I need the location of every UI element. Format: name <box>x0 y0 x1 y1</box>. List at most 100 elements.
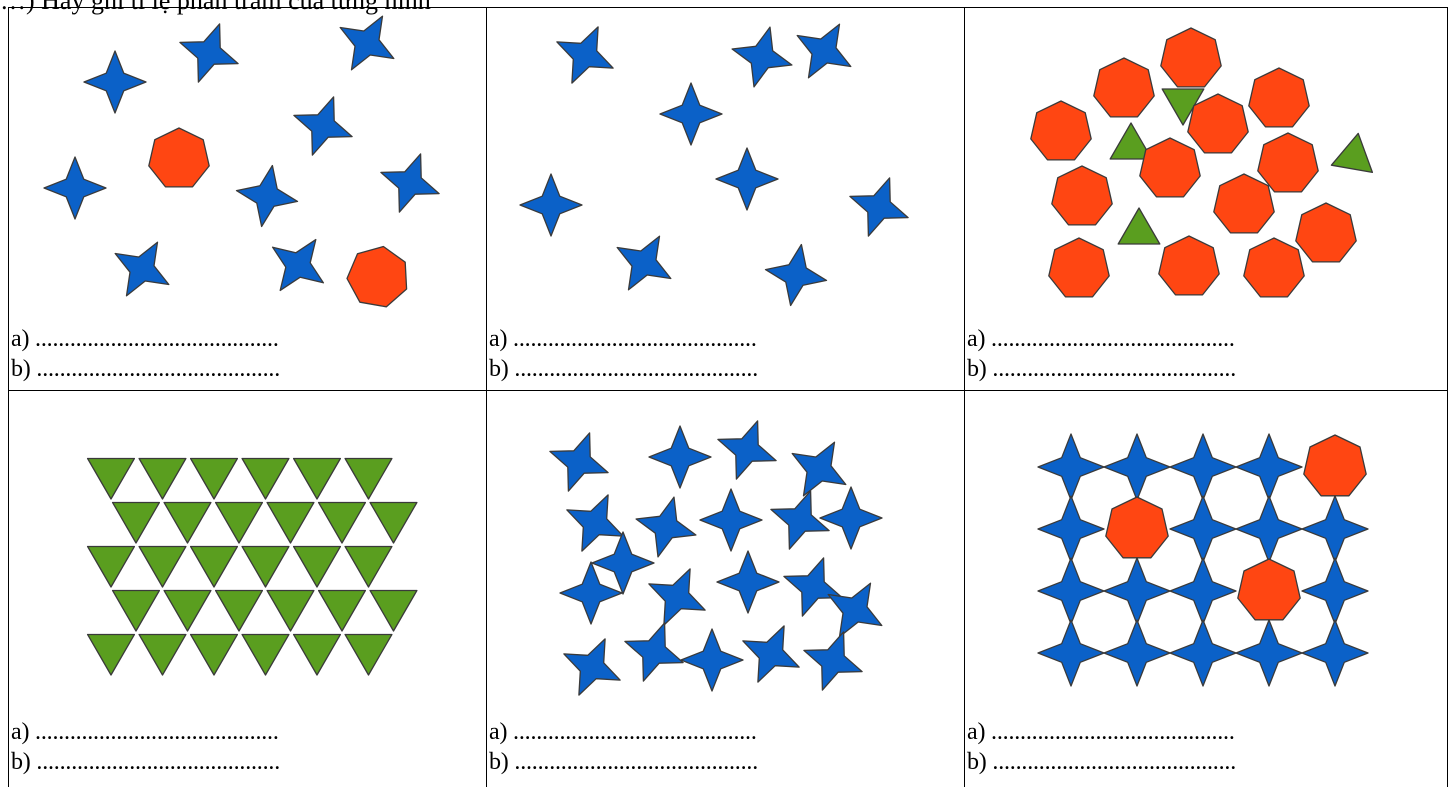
star-shape <box>1103 557 1171 625</box>
triangle-shape <box>86 545 136 588</box>
triangle-shape <box>1117 207 1161 245</box>
star-shape <box>648 568 706 626</box>
answer-line-b[interactable]: b) .....................................… <box>489 749 758 775</box>
star-shape <box>549 432 609 492</box>
star-shape <box>1235 433 1303 501</box>
triangle-shape <box>241 457 290 500</box>
triangle-shape <box>369 501 418 544</box>
heptagon-shape <box>1160 27 1222 88</box>
star-shape <box>1169 619 1237 687</box>
triangle-shape <box>1330 132 1374 174</box>
answer-line-b[interactable]: b) .....................................… <box>11 749 280 775</box>
triangle-shape <box>266 589 315 632</box>
worksheet-grid: a) .....................................… <box>8 7 1448 787</box>
grid-line <box>8 7 9 787</box>
triangle-shape <box>317 501 367 544</box>
star-shape <box>1037 557 1105 625</box>
star-shape <box>731 26 793 88</box>
cell-5: a) .....................................… <box>486 390 964 787</box>
star-shape <box>293 96 353 156</box>
heptagon-shape <box>1213 173 1275 234</box>
answer-line-a[interactable]: a) .....................................… <box>11 326 279 352</box>
star-shape <box>849 177 909 237</box>
star-shape <box>519 173 583 237</box>
answer-line-b[interactable]: b) .....................................… <box>489 356 758 382</box>
star-shape <box>715 147 779 211</box>
star-shape <box>770 490 830 550</box>
triangle-shape <box>189 545 239 588</box>
triangle-shape <box>1109 122 1153 160</box>
answer-line-a[interactable]: a) .....................................… <box>967 719 1235 745</box>
star-shape <box>43 156 107 220</box>
star-shape <box>1301 557 1369 625</box>
star-shape <box>1235 495 1303 563</box>
star-shape <box>1169 433 1237 501</box>
star-shape <box>1103 433 1171 501</box>
star-shape <box>179 23 239 83</box>
triangle-shape <box>292 545 342 588</box>
heptagon-shape <box>1243 237 1305 298</box>
heptagon-shape <box>1257 132 1319 193</box>
star-shape <box>1037 495 1105 563</box>
grid-line <box>8 7 1448 8</box>
heptagon-shape <box>1237 558 1301 621</box>
star-shape <box>803 631 863 691</box>
answer-line-b[interactable]: b) .....................................… <box>967 356 1236 382</box>
star-shape <box>624 622 684 682</box>
star-shape <box>648 425 712 489</box>
heptagon-shape <box>1093 57 1155 118</box>
cell-3: a) .....................................… <box>964 7 1448 390</box>
star-shape <box>1037 433 1105 501</box>
star-shape <box>83 50 147 114</box>
triangle-shape <box>344 633 393 676</box>
triangle-shape <box>241 545 290 588</box>
triangle-shape <box>138 633 187 676</box>
star-shape <box>114 241 170 297</box>
star-shape <box>659 82 723 146</box>
answer-line-a[interactable]: a) .....................................… <box>489 326 757 352</box>
heptagon-shape <box>148 127 210 188</box>
triangle-shape <box>214 589 264 632</box>
heptagon-shape <box>1248 67 1310 128</box>
shape-panel-3 <box>1030 27 1374 298</box>
heptagon-shape <box>1158 235 1220 296</box>
star-shape <box>591 531 655 595</box>
answer-line-a[interactable]: a) .....................................… <box>967 326 1235 352</box>
star-shape <box>827 582 883 638</box>
star-shape <box>717 420 777 480</box>
star-shape <box>1169 557 1237 625</box>
triangle-shape <box>163 501 212 544</box>
star-shape <box>566 494 624 552</box>
triangle-shape <box>317 589 367 632</box>
triangle-shape <box>266 501 315 544</box>
star-shape <box>796 23 852 79</box>
triangle-shape <box>344 457 393 500</box>
triangle-shape <box>138 457 187 500</box>
heptagon-shape <box>346 245 408 308</box>
triangle-shape <box>214 501 264 544</box>
triangle-shape <box>189 457 239 500</box>
star-shape <box>616 235 672 291</box>
answer-line-a[interactable]: a) .....................................… <box>11 719 279 745</box>
triangle-shape <box>111 501 161 544</box>
triangle-shape <box>241 633 290 676</box>
triangle-shape <box>292 633 342 676</box>
triangle-shape <box>189 633 239 676</box>
star-shape <box>791 441 847 497</box>
shape-panel-5 <box>549 420 883 696</box>
star-shape <box>1103 619 1171 687</box>
shape-panel-1 <box>43 15 440 308</box>
star-shape <box>1235 619 1303 687</box>
triangle-shape <box>344 545 393 588</box>
star-shape <box>271 238 325 292</box>
star-shape <box>819 486 883 550</box>
grid-line <box>8 390 1448 391</box>
answer-line-b[interactable]: b) .....................................… <box>967 749 1236 775</box>
heptagon-shape <box>1303 434 1367 497</box>
heptagon-shape <box>1105 496 1169 559</box>
heptagon-shape <box>1048 237 1110 298</box>
answer-line-a[interactable]: a) .....................................… <box>489 719 757 745</box>
shape-panel-2 <box>519 23 909 307</box>
cell-1: a) .....................................… <box>8 7 486 390</box>
answer-line-b[interactable]: b) .....................................… <box>11 356 280 382</box>
